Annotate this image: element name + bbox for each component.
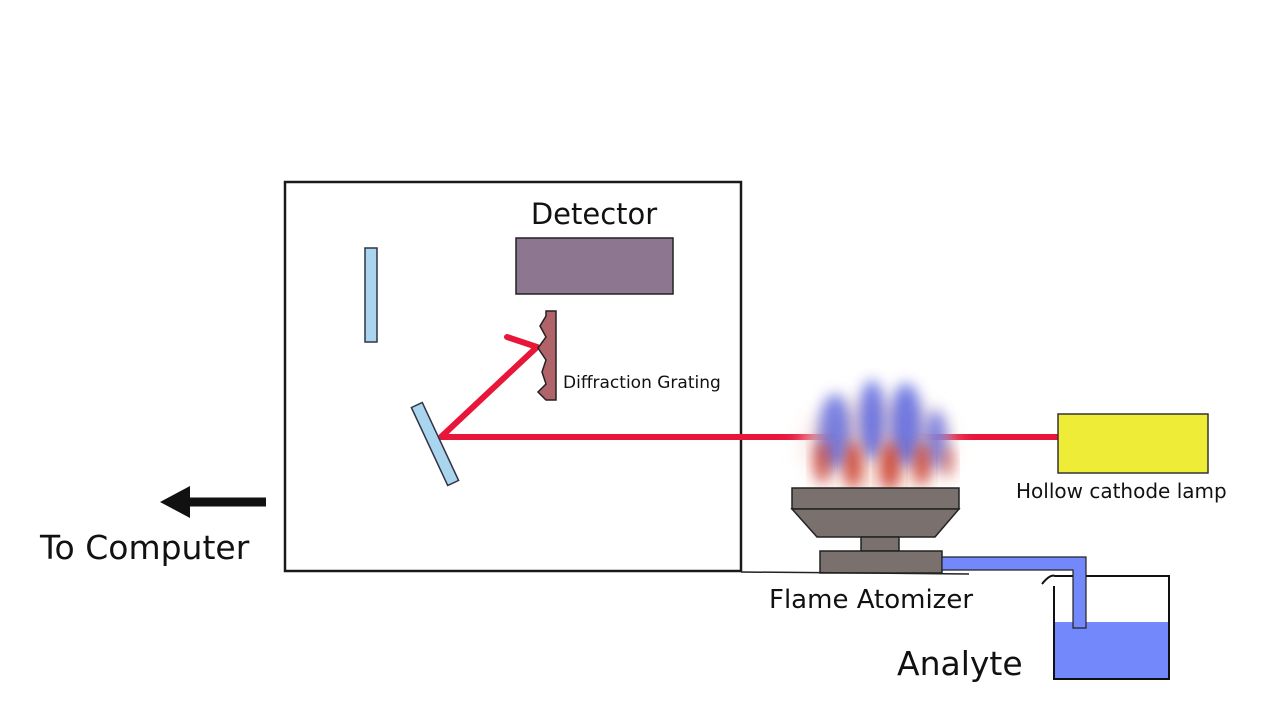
to-computer-arrow — [160, 486, 266, 518]
diffraction-grating — [536, 310, 557, 401]
hollow-cathode-lamp-label: Hollow cathode lamp — [1016, 479, 1227, 503]
hollow-cathode-lamp — [1057, 413, 1209, 474]
to-computer-label: To Computer — [39, 528, 250, 567]
tilted-mirror — [410, 401, 460, 487]
flame-atomizer — [790, 487, 961, 574]
flame-atomizer-label: Flame Atomizer — [769, 585, 973, 615]
analyte-beaker — [1041, 574, 1170, 680]
spectrometer-box — [283, 180, 743, 573]
light-beam — [438, 334, 1063, 440]
detector-label: Detector — [531, 197, 657, 231]
baseline — [740, 571, 970, 575]
flame — [806, 380, 954, 491]
sample-tube — [941, 556, 1087, 629]
detector-block — [515, 237, 674, 295]
upper-mirror — [364, 247, 378, 343]
diffraction-grating-label: Diffraction Grating — [563, 373, 721, 393]
analyte-label: Analyte — [897, 644, 1023, 683]
